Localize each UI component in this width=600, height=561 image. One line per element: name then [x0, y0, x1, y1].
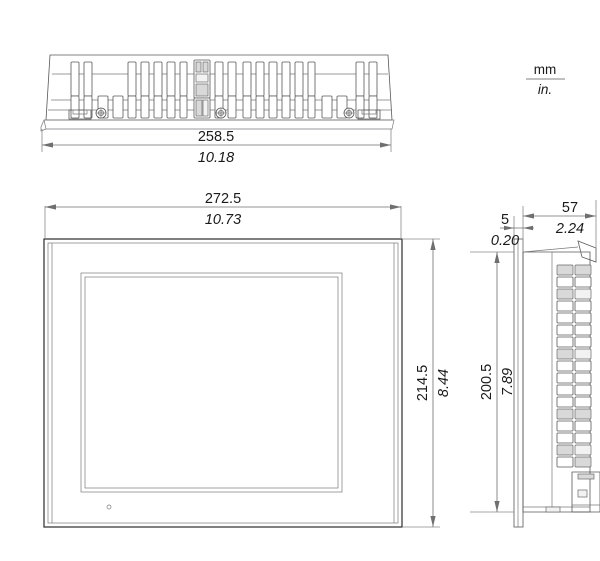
top-view-bezel-lip [43, 119, 395, 130]
front-view: 272.5 10.73 214.5 8.44 [43, 191, 452, 528]
side-view-base-foot [545, 506, 561, 513]
dim-front-width-mm: 272.5 [205, 191, 241, 207]
arrow-left-icon [42, 142, 53, 148]
arrow-top-icon [494, 252, 500, 263]
dim-top-width-mm: 258.5 [198, 129, 234, 145]
dimension-front-height: 214.5 8.44 [402, 238, 452, 528]
top-view: 258.5 10.18 [40, 54, 395, 166]
arrow-left-icon [45, 204, 56, 210]
dim-body-depth-in: 2.24 [555, 221, 584, 237]
arrow-inner-left-icon [504, 225, 514, 231]
dim-bezel-depth-in: 0.20 [491, 233, 519, 249]
front-view-display-outer [80, 272, 343, 493]
top-view-screw-left [95, 107, 107, 119]
dim-top-width-in: 10.18 [198, 150, 234, 166]
dim-front-height-mm: 214.5 [415, 365, 431, 401]
arrow-left-icon [523, 213, 534, 219]
dim-bezel-depth-mm: 5 [501, 212, 509, 228]
dim-side-height-mm: 200.5 [479, 364, 495, 400]
top-view-bezel-left-end [40, 119, 47, 132]
dim-side-height-in: 7.89 [500, 368, 516, 396]
front-view-led-indicator [106, 504, 112, 510]
top-view-fittings [68, 107, 381, 120]
arrow-right-icon [585, 213, 596, 219]
dim-body-depth-mm: 57 [562, 200, 578, 216]
arrow-right-icon [390, 204, 401, 210]
side-view: 5 0.20 57 2.24 200.5 7.89 [470, 200, 600, 528]
dimension-front-width: 272.5 10.73 [44, 191, 402, 239]
top-view-bracket-left [68, 109, 92, 120]
dimension-body-depth: 57 2.24 [523, 200, 597, 248]
front-view-bezel-inner [47, 242, 399, 524]
side-view-vent-slots [556, 264, 592, 468]
front-view-bezel-outer [43, 238, 403, 528]
side-view-connector-block [571, 471, 600, 513]
arrow-bottom-icon [494, 501, 500, 512]
arrow-bottom-icon [430, 516, 436, 527]
arrow-right-icon [380, 142, 391, 148]
top-view-screw-right [343, 107, 355, 119]
top-view-screw-center [215, 107, 227, 119]
dimension-side-height: 200.5 7.89 [470, 251, 516, 513]
dimension-bezel-depth: 5 0.20 [491, 206, 534, 252]
side-view-mounting-clip [577, 240, 597, 263]
arrow-inner-right-icon [523, 225, 533, 231]
units-legend: mm in. [526, 62, 565, 97]
side-view-top-edge [522, 246, 579, 253]
dimension-top-width: 258.5 10.18 [41, 129, 392, 166]
dim-front-height-in: 8.44 [436, 369, 452, 397]
dim-front-width-in: 10.73 [205, 212, 241, 228]
top-view-bracket-right [357, 109, 381, 120]
front-view-display-active [84, 276, 339, 489]
arrow-top-icon [430, 239, 436, 250]
units-numerator: mm [534, 62, 557, 77]
units-denominator: in. [538, 82, 552, 97]
